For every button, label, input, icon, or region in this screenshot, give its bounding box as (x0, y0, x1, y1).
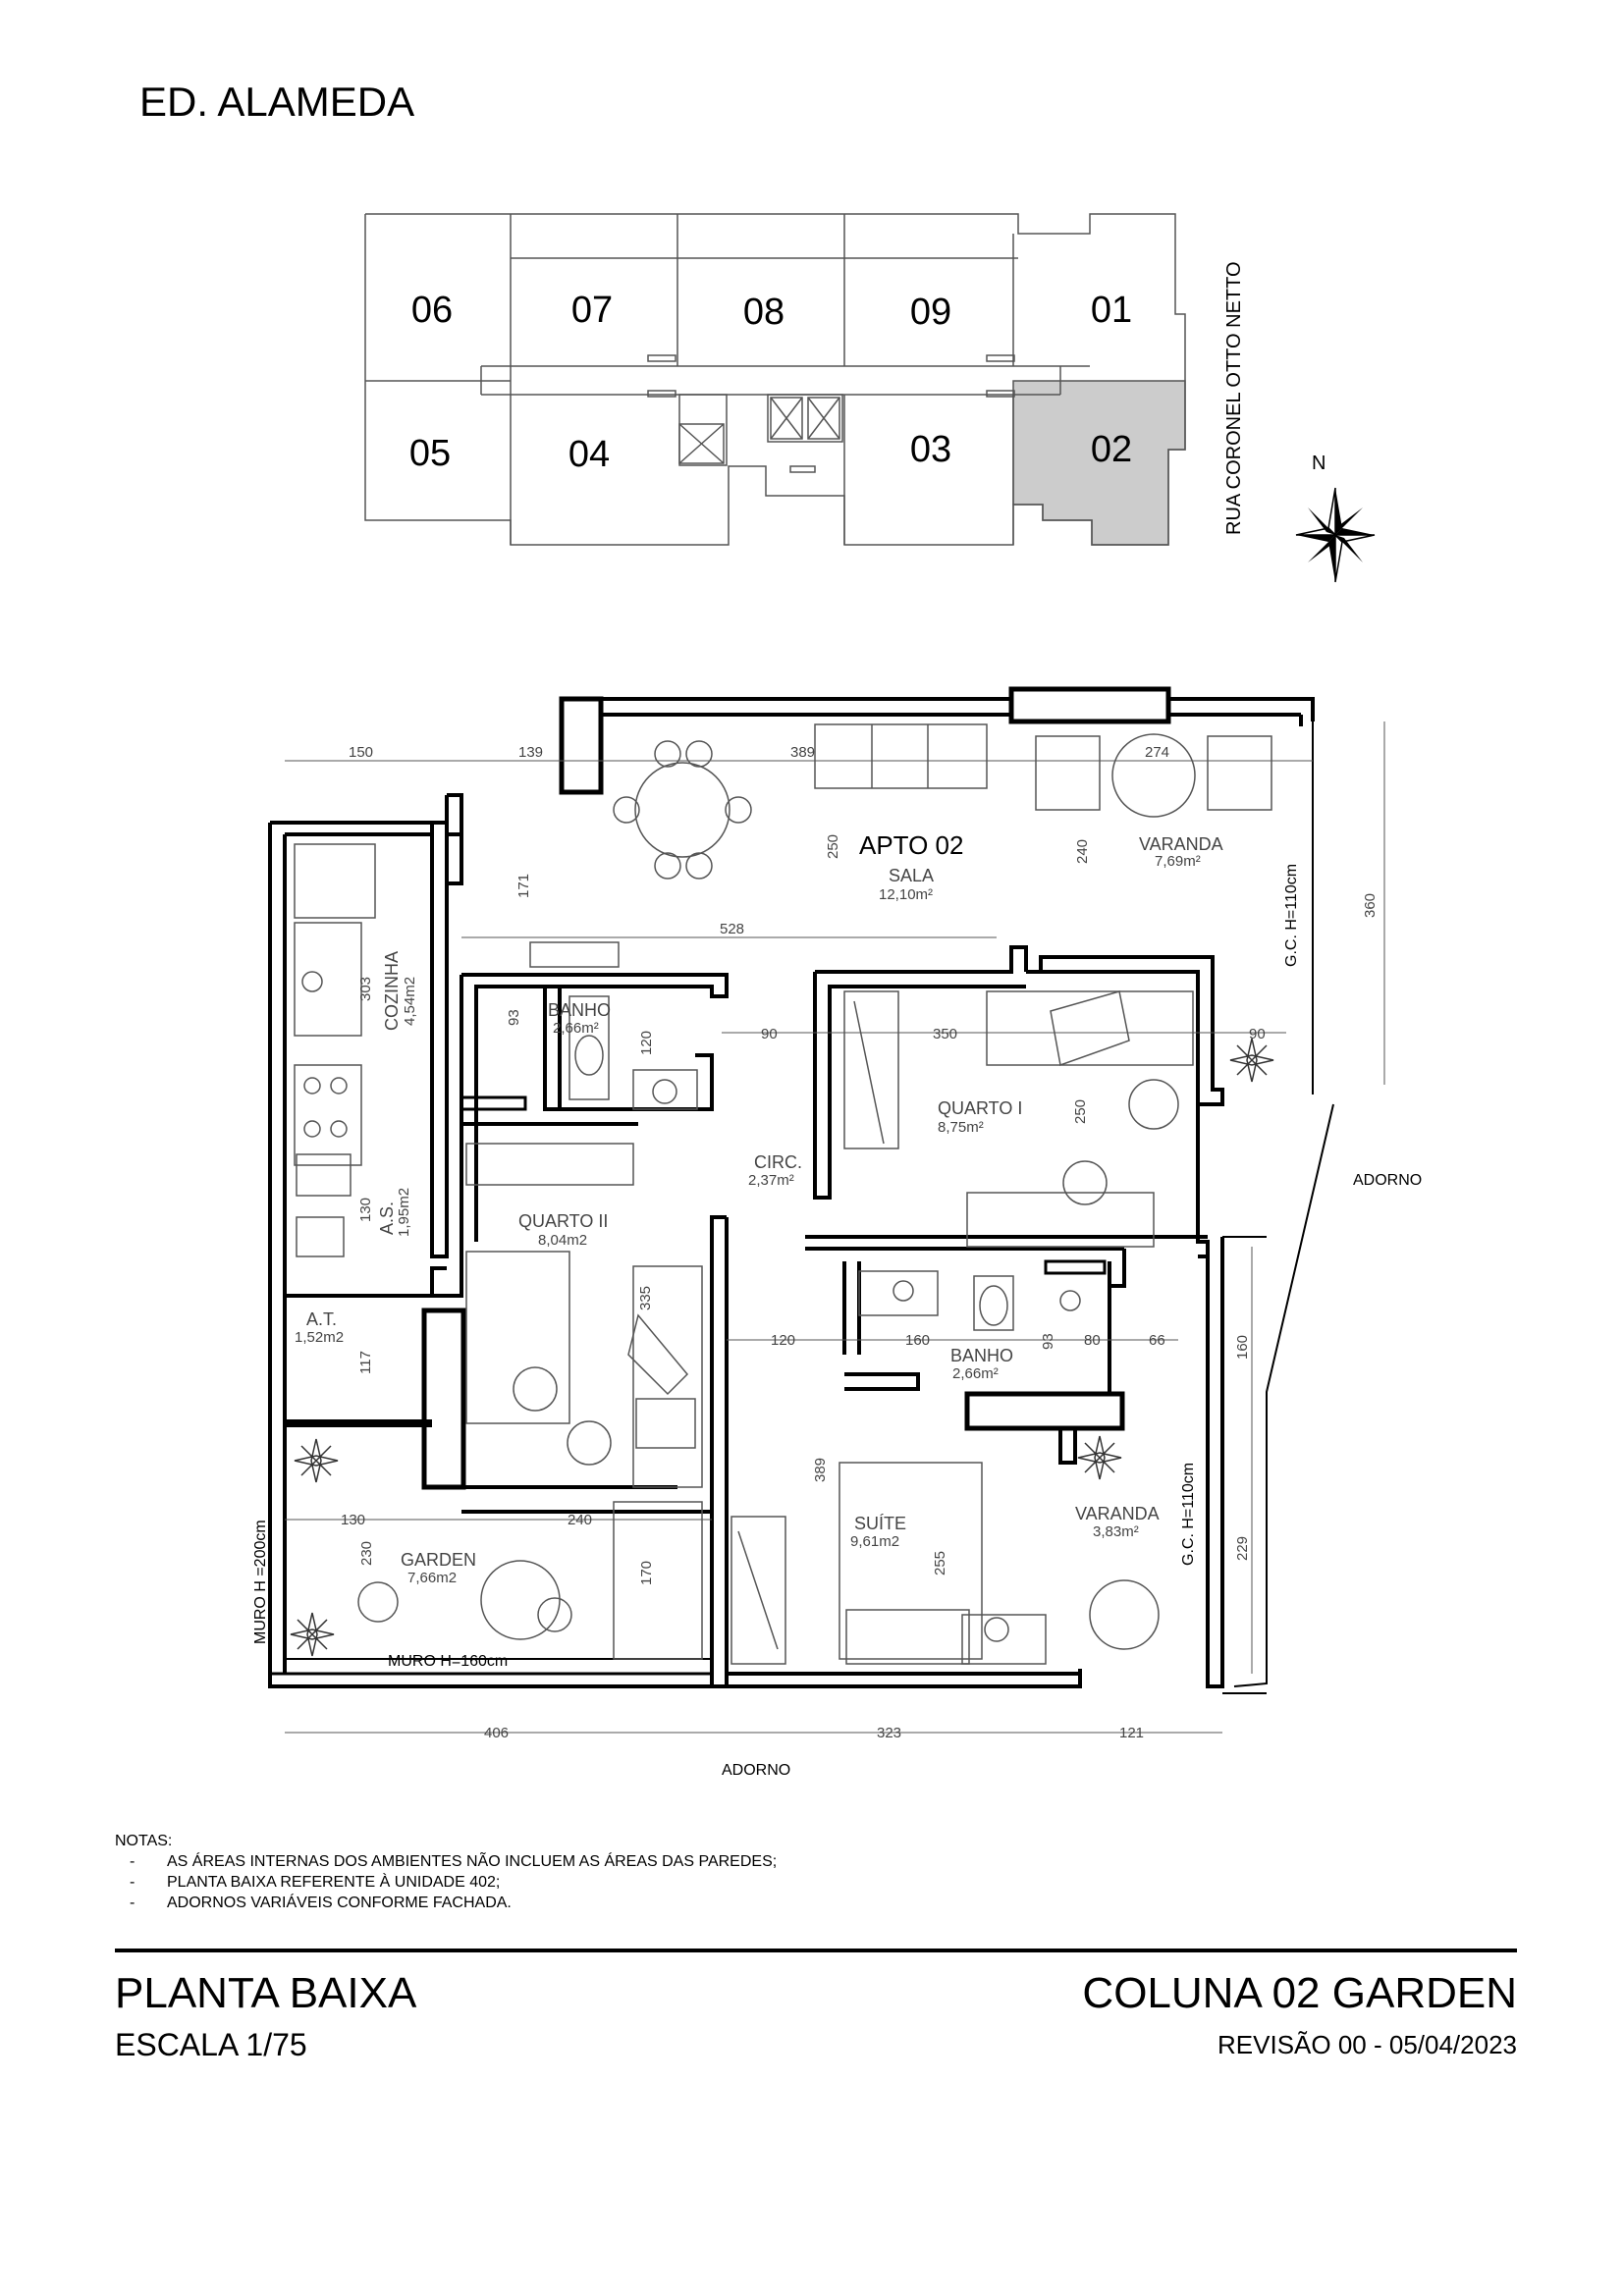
notes: NOTAS: -AS ÁREAS INTERNAS DOS AMBIENTES … (115, 1831, 777, 1913)
key-plan-labels: 06 07 08 09 01 05 04 03 02 RUA CORONEL O… (409, 261, 1245, 535)
dimension-label: 130 (357, 1198, 374, 1222)
room-area: 2,66m² (952, 1365, 999, 1382)
room-name: SALA (889, 866, 934, 885)
drawing-scale: ESCALA 1/75 (115, 2027, 307, 2062)
dimension-label: 406 (484, 1725, 509, 1741)
dimension-label: 240 (568, 1512, 592, 1528)
unit-label: 02 (1091, 429, 1132, 470)
dimension-label: 335 (637, 1286, 654, 1310)
dimension-label: 120 (638, 1031, 655, 1055)
room-name: QUARTO II (518, 1211, 608, 1231)
room-name: COZINHA (382, 951, 402, 1031)
plant-icon (290, 1038, 1274, 1657)
wall-height-label: MURO H=160cm (388, 1653, 508, 1670)
room-name: SUÍTE (854, 1514, 906, 1533)
room-area: 7,69m² (1155, 853, 1201, 870)
wall-height-label: MURO H =200cm (252, 1520, 269, 1644)
dimension-label: 360 (1362, 893, 1379, 918)
dimension-label: 171 (515, 874, 532, 898)
unit-label: 01 (1091, 290, 1132, 331)
unit-label: 05 (409, 433, 451, 474)
plan-text: APTO 02 SALA 12,10m² VARANDA 7,69m² COZI… (252, 744, 1422, 1779)
dimension-label: 121 (1119, 1725, 1144, 1741)
guard-rail-label: G.C. H=110cm (1180, 1463, 1197, 1566)
drawing-title: PLANTA BAIXA (115, 1969, 417, 2017)
room-area: 4,54m2 (402, 977, 418, 1026)
dimension-label: 93 (1040, 1333, 1056, 1350)
dimension-label: 130 (341, 1512, 365, 1528)
dimension-label: 274 (1145, 744, 1169, 761)
guard-rail-label: G.C. H=110cm (1283, 864, 1300, 967)
room-area: 12,10m² (879, 886, 933, 903)
dimension-label: 323 (877, 1725, 901, 1741)
north-arrow-icon (1295, 487, 1376, 583)
furniture (294, 723, 1272, 1665)
room-name: BANHO (548, 1000, 611, 1020)
room-name: BANHO (950, 1346, 1013, 1365)
column-title: COLUNA 02 GARDEN (1082, 1969, 1517, 2017)
unit-label: 08 (743, 292, 784, 333)
dimension-label: 250 (825, 834, 841, 859)
room-name: CIRC. (754, 1152, 802, 1172)
unit-label: 04 (568, 434, 610, 475)
unit-label: 07 (571, 290, 613, 331)
room-area: 3,83m² (1093, 1523, 1139, 1540)
dimension-label: 230 (358, 1541, 375, 1566)
dimension-label: 66 (1149, 1332, 1165, 1349)
key-plan (364, 213, 1186, 546)
dimension-label: 93 (506, 1009, 522, 1026)
room-name: VARANDA (1139, 834, 1223, 854)
unit-label: 06 (411, 290, 453, 331)
dimension-label: 117 (357, 1351, 374, 1374)
street-label: RUA CORONEL OTTO NETTO (1223, 261, 1245, 535)
footer-divider (115, 1949, 1517, 1952)
notes-title: NOTAS: (115, 1833, 173, 1849)
dimension-label: 255 (932, 1551, 948, 1575)
apartment-label: APTO 02 (859, 830, 963, 860)
room-area: 7,66m2 (407, 1570, 457, 1586)
note-item: -PLANTA BAIXA REFERENTE À UNIDADE 402; (130, 1874, 501, 1891)
room-name: A.S. (377, 1201, 397, 1235)
room-name: QUARTO I (938, 1098, 1022, 1118)
room-area: 2,37m² (748, 1172, 794, 1189)
dimension-label: 90 (1249, 1026, 1266, 1042)
adorno-label: ADORNO (1353, 1172, 1422, 1189)
dimension-label: 90 (761, 1026, 778, 1042)
dimension-label: 160 (905, 1332, 930, 1349)
room-area: 1,95m2 (396, 1188, 412, 1237)
dimension-label: 170 (638, 1561, 655, 1585)
note-item: -AS ÁREAS INTERNAS DOS AMBIENTES NÃO INC… (130, 1853, 778, 1870)
dimension-label: 240 (1074, 839, 1091, 864)
dimension-lines (285, 721, 1385, 1734)
north-label: N (1312, 453, 1325, 474)
note-item: -ADORNOS VARIÁVEIS CONFORME FACHADA. (130, 1895, 512, 1911)
room-area: 9,61m2 (850, 1533, 899, 1550)
dimension-label: 229 (1234, 1536, 1251, 1561)
unit-label: 09 (910, 292, 951, 333)
room-name: VARANDA (1075, 1504, 1160, 1523)
dimension-label: 528 (720, 921, 744, 937)
dimension-label: 150 (349, 744, 373, 761)
dimension-label: 80 (1084, 1332, 1101, 1349)
room-area: 8,75m² (938, 1119, 984, 1136)
room-area: 8,04m2 (538, 1232, 587, 1249)
dimension-label: 389 (812, 1458, 829, 1482)
dimension-label: 303 (357, 977, 374, 1001)
unit-label: 03 (910, 429, 951, 470)
revision-label: REVISÃO 00 - 05/04/2023 (1217, 2030, 1517, 2059)
room-name: GARDEN (401, 1550, 476, 1570)
room-name: A.T. (306, 1309, 337, 1329)
building-title: ED. ALAMEDA (139, 79, 415, 125)
room-area: 2,66m² (553, 1020, 599, 1037)
dimension-label: 250 (1072, 1099, 1089, 1124)
dimension-label: 389 (790, 744, 815, 761)
adorno-label: ADORNO (722, 1762, 790, 1779)
dimension-label: 160 (1234, 1335, 1251, 1360)
dimension-label: 120 (771, 1332, 795, 1349)
dimension-label: 139 (518, 744, 543, 761)
dimension-label: 350 (933, 1026, 957, 1042)
room-area: 1,52m2 (295, 1329, 344, 1346)
